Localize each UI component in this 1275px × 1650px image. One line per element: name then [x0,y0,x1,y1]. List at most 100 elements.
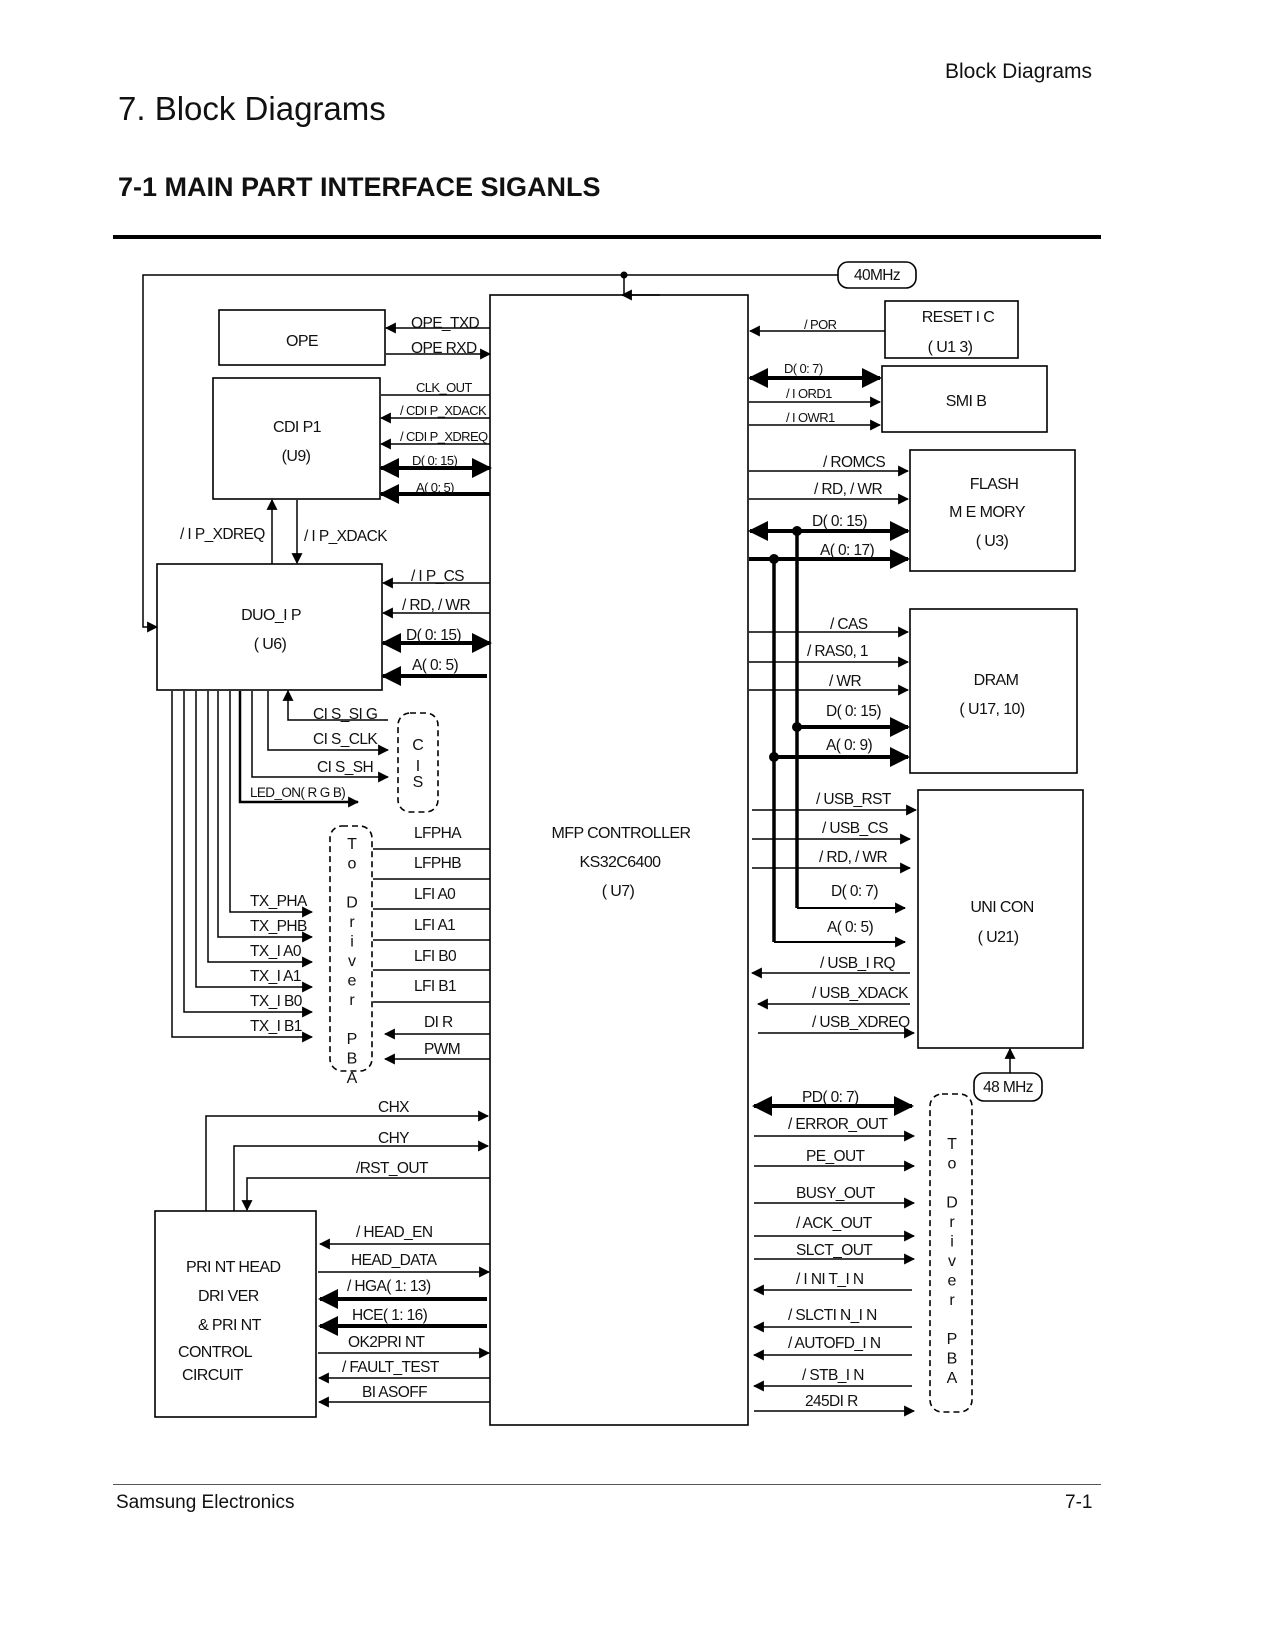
footer-rule [113,1484,1101,1485]
footer-page-number: 7-1 [1065,1492,1093,1513]
sig-usb-a: A( 0: 5) [827,919,873,936]
reset-ic-ref: ( U1 3) [928,339,973,356]
sig-ope-txd: OPE_TXD [411,315,480,332]
mfp-controller-block [489,294,749,1426]
chapter-title: 7. Block Diagrams [118,90,386,127]
sig-flash-d: D( 0: 15) [812,513,867,530]
flash-label: FLASH [970,476,1019,493]
pba-right-letter: A [947,1370,958,1387]
section-title: 7-1 MAIN PART INTERFACE SIGANLS [118,172,601,202]
sig-ack-out: / ACK_OUT [796,1215,873,1232]
sig-smib-d: D( 0: 7) [784,361,823,376]
sig-romcs: / ROMCS [823,454,885,471]
sig-duo-rdwr: / RD, / WR [402,597,470,614]
footer-company: Samsung Electronics [116,1492,295,1513]
running-header: Block Diagrams [945,60,1093,83]
sig-cdip-xdreq: / CDI P_XDREQ [400,429,488,444]
sig-por: / POR [804,317,837,332]
reset-ic-label: RESET I C [922,309,995,326]
sig-init-in: / I NI T_I N [796,1271,863,1288]
pba-left-letter: i [350,934,354,951]
sig-lfib0: LFI B0 [414,948,457,965]
sig-pd: PD( 0: 7) [802,1089,859,1106]
cdip1-block [212,377,381,500]
mfp-label: MFP CONTROLLER [552,825,691,842]
sig-245dir: 245DI R [805,1393,858,1410]
duo-ip-ref: ( U6) [254,636,287,653]
sig-led-on: LED_ON( R G B) [250,785,345,800]
pba-right-letter: P [947,1331,958,1348]
sig-lfpha: LFPHA [414,825,462,842]
cdip1-label: CDI P1 [273,419,322,436]
pba-right-letter: v [948,1253,956,1270]
pba-left-letter: B [347,1051,358,1068]
pba-right-letter: T [947,1136,957,1153]
cis-letter-c: C [412,737,424,754]
sig-dram-a: A( 0: 9) [826,737,872,754]
cis-letter-i: I [416,758,420,775]
sig-error-out: / ERROR_OUT [788,1116,888,1133]
dram-block [909,608,1078,774]
sig-usb-irq: / USB_I RQ [820,955,896,972]
dram-ref: ( U17, 10) [959,701,1024,718]
sig-tx-ia0: TX_I A0 [250,943,302,960]
pba-left-letter: T [347,836,357,853]
sig-stb-in: / STB_I N [802,1367,864,1384]
sig-tx-ib0: TX_I B0 [250,993,303,1010]
sig-ip-cs: / I P_CS [411,568,464,585]
mfp-ref: ( U7) [602,883,635,900]
pba-left-letter: P [347,1031,358,1048]
cdip1-ref: (U9) [282,448,311,465]
flash-label-2: M E MORY [949,504,1026,521]
ope-block [218,309,386,366]
sig-duo-d: D( 0: 15) [406,627,461,644]
pba-left-letter: A [347,1070,358,1087]
sig-usb-rst: / USB_RST [816,791,892,808]
sig-flash-rdwr: / RD, / WR [814,481,882,498]
junction-dot [769,752,779,762]
sig-usb-d: D( 0: 7) [831,883,878,900]
pba-right-letter: r [949,1214,955,1231]
unicon-ref: ( U21) [978,929,1019,946]
sig-hga: / HGA( 1: 13) [347,1278,431,1295]
sig-lfphb: LFPHB [414,855,461,872]
pba-left-letter: D [346,895,358,912]
sig-usb-xdreq: / USB_XDREQ [812,1014,910,1031]
pba-right-letter: o [948,1156,957,1173]
reset-ic-block [884,300,1019,359]
sig-chx: CHX [378,1099,410,1116]
sig-tx-pha: TX_PHA [250,893,308,910]
sig-usb-xdack: / USB_XDACK [812,985,909,1002]
pba-left-letter: o [348,856,357,873]
sig-lfia0: LFI A0 [414,886,456,903]
unicon-block [917,789,1084,1049]
print-head-line2: DRI VER [198,1288,259,1305]
sig-clk-out: CLK_OUT [416,380,472,395]
sig-cis-sh: CI S_SH [317,759,373,776]
sig-ras: / RAS0, 1 [807,643,868,660]
print-head-line4: CONTROL [178,1344,253,1361]
print-head-block [154,1210,317,1418]
sig-lfia1: LFI A1 [414,917,455,934]
clock-40mhz-label: 40MHz [854,267,900,284]
to-driver-pba-right [929,1093,973,1413]
sig-cdip-d: D( 0: 15) [412,453,457,468]
to-driver-pba-left [329,825,373,1072]
sig-head-en: / HEAD_EN [356,1224,432,1241]
sig-iord1: / I ORD1 [786,386,832,401]
pba-left-letter: r [349,992,355,1009]
duo-ip-block [156,563,383,691]
sig-ope-rxd: OPE RXD [411,340,477,357]
clock-48mhz-box [973,1072,1043,1102]
junction-dot [792,526,802,536]
sig-ip-xdack: / I P_XDACK [304,528,388,545]
sig-ip-xdreq: / I P_XDREQ [180,526,265,543]
pba-left-letter: e [348,973,357,990]
print-head-line3: & PRI NT [198,1317,262,1334]
mfp-part: KS32C6400 [580,854,662,871]
sig-pe-out: PE_OUT [806,1148,866,1165]
flash-ref: ( U3) [976,533,1009,550]
sig-busy-out: BUSY_OUT [796,1185,876,1202]
sig-chy: CHY [378,1130,409,1147]
